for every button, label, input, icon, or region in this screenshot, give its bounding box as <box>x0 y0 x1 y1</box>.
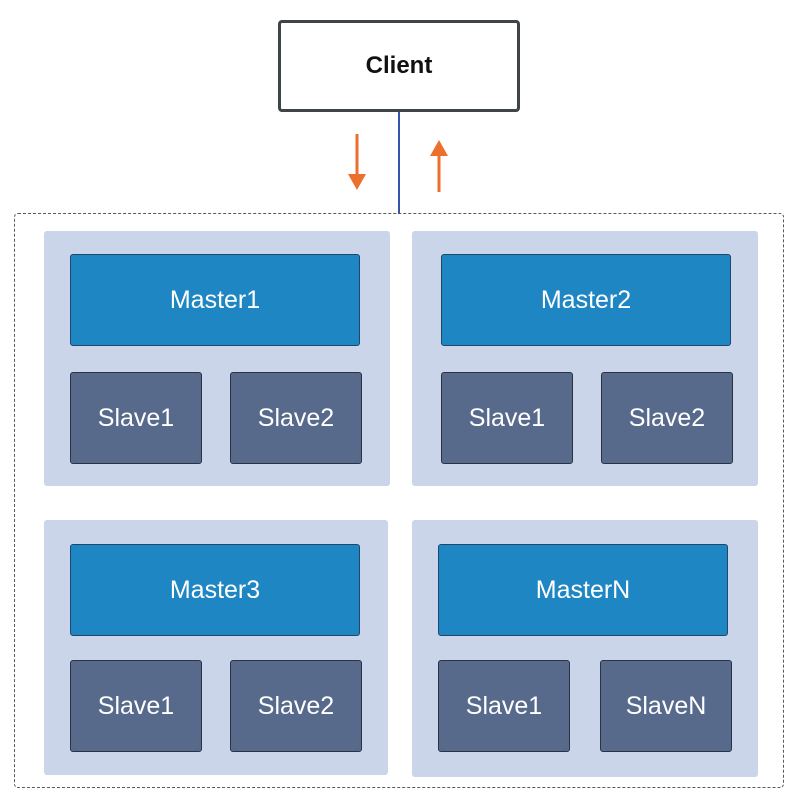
slave-node: Slave2 <box>601 372 733 464</box>
master-group-1: Master1 Slave1 Slave2 <box>44 231 390 486</box>
master-label: Master2 <box>540 285 632 314</box>
slave-node: Slave1 <box>70 660 202 752</box>
master-label: MasterN <box>535 575 631 604</box>
client-node: Client <box>278 20 520 112</box>
master-group-2: Master2 Slave1 Slave2 <box>412 231 758 486</box>
master-label: Master3 <box>169 575 261 604</box>
master-node: MasterN <box>438 544 728 636</box>
slave-label: Slave2 <box>628 403 706 432</box>
slave-label: Slave1 <box>97 403 175 432</box>
slave-label: Slave1 <box>97 691 175 720</box>
slave-label: Slave1 <box>468 403 546 432</box>
client-cluster-connector <box>398 112 400 214</box>
master-node: Master2 <box>441 254 731 346</box>
master-group-n: MasterN Slave1 SlaveN <box>412 520 758 777</box>
slave-label: Slave2 <box>257 691 335 720</box>
client-label: Client <box>365 52 433 79</box>
redis-cluster-boundary <box>14 213 784 788</box>
slave-label: Slave1 <box>465 691 543 720</box>
master-node: Master3 <box>70 544 360 636</box>
slave-node: Slave1 <box>441 372 573 464</box>
slave-node: Slave2 <box>230 660 362 752</box>
slave-node: Slave1 <box>438 660 570 752</box>
request-arrow-down-icon <box>348 134 366 190</box>
slave-node: Slave1 <box>70 372 202 464</box>
slave-label: Slave2 <box>257 403 335 432</box>
master-node: Master1 <box>70 254 360 346</box>
slave-node: Slave2 <box>230 372 362 464</box>
master-label: Master1 <box>169 285 261 314</box>
response-arrow-up-icon <box>430 140 448 192</box>
slave-node: SlaveN <box>600 660 732 752</box>
slave-label: SlaveN <box>625 691 707 720</box>
master-group-3: Master3 Slave1 Slave2 <box>44 520 388 775</box>
